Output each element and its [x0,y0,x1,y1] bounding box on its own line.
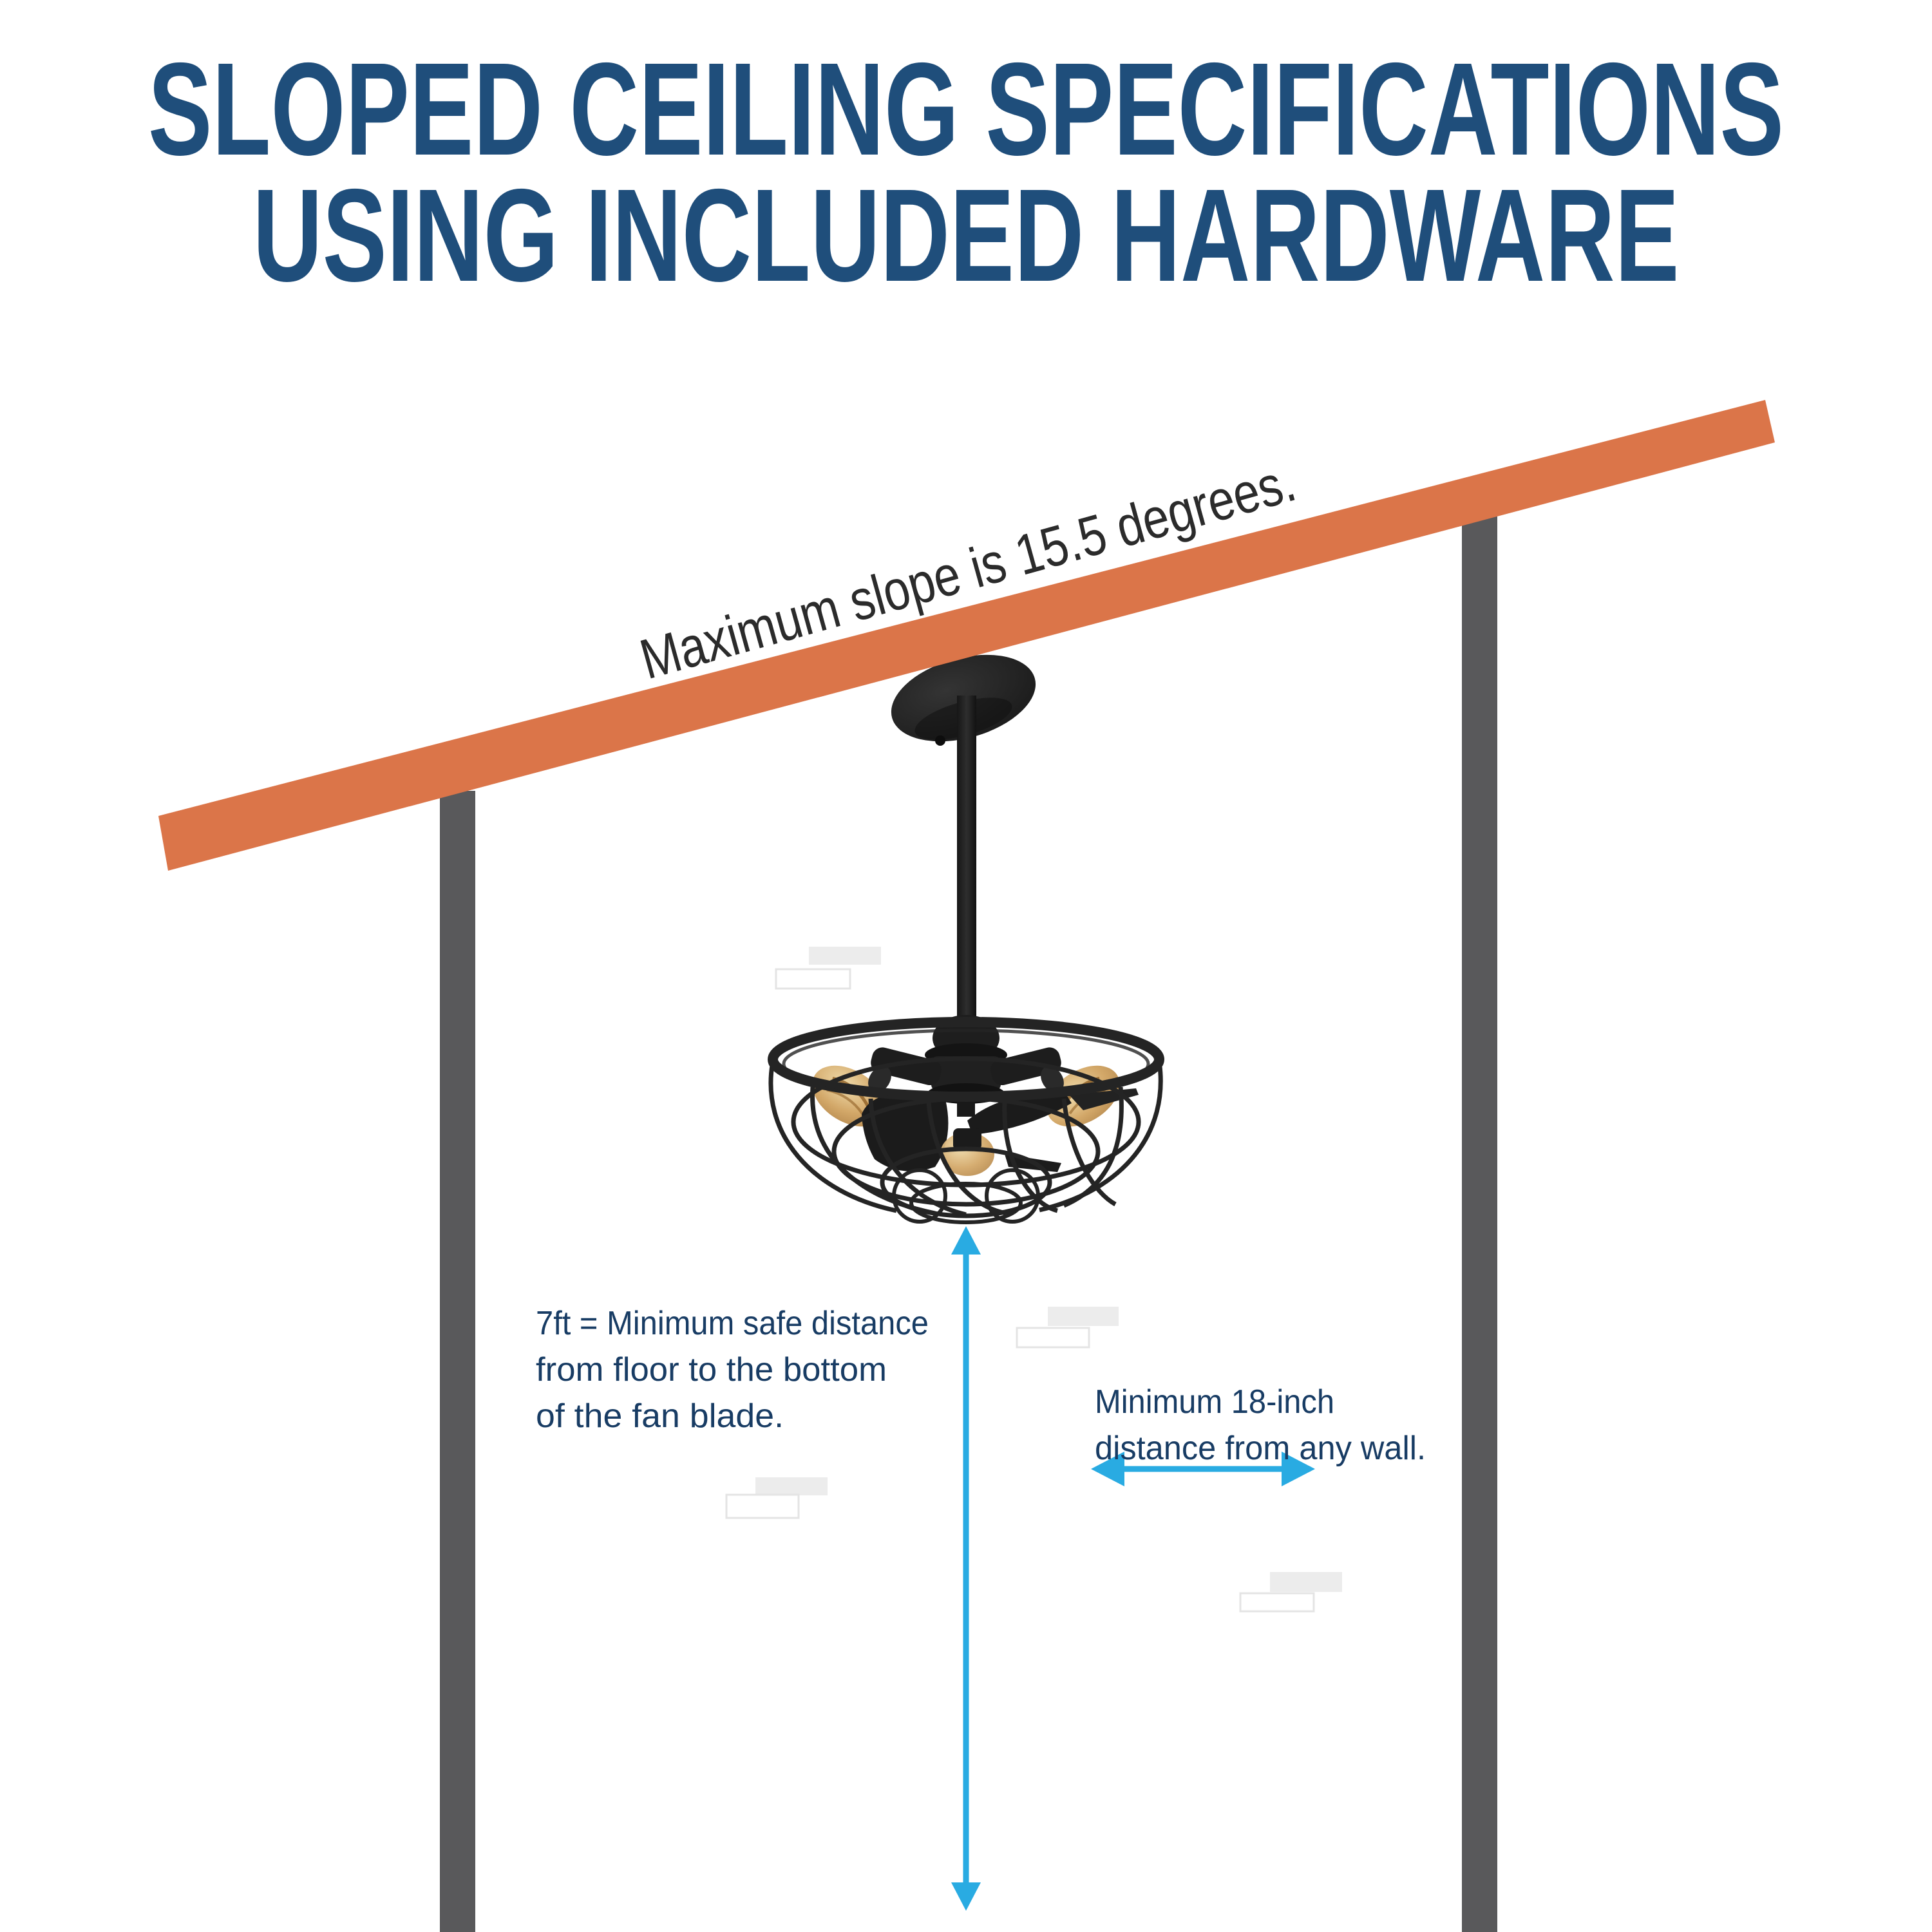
left-wall [440,791,475,1932]
page-title: SLOPED CEILING SPECIFICATIONS USING INCL… [148,35,1784,309]
arrow-head-down-icon [951,1882,981,1911]
watermark-artifact [1016,1307,1119,1349]
page-title-line-1: SLOPED CEILING SPECIFICATIONS [148,35,1784,183]
ceiling-fan [768,696,1164,1224]
right-wall [1462,515,1497,1932]
fan-cage [768,1017,1164,1224]
canopy-screw [935,735,945,746]
watermark-artifact [725,1477,828,1519]
watermark-artifact [1239,1572,1342,1613]
arrow-head-left-icon [1091,1452,1124,1486]
wall-clearance-line-2: distance from any wall. [1095,1430,1426,1467]
floor-clearance-arrow [951,1226,981,1911]
sloped-ceiling-beam [158,400,1775,871]
fan-downrod [957,696,976,1030]
floor-clearance-line-2: from floor to the bottom [536,1351,887,1388]
arrow-head-right-icon [1282,1452,1315,1486]
floor-clearance-line-3: of the fan blade. [536,1397,784,1435]
wall-clearance-line-1: Minimum 18-inch [1095,1383,1334,1421]
wall-clearance-arrow [1091,1452,1315,1486]
watermark-artifact [775,947,881,990]
page-title-line-2: USING INCLUDED HARDWARE [253,162,1680,309]
edison-bulb [940,1128,994,1176]
floor-clearance-line-1: 7ft = Minimum safe distance [536,1305,929,1342]
floor-clearance-note: 7ft = Minimum safe distance from floor t… [536,1305,929,1435]
wall-clearance-note: Minimum 18-inch distance from any wall. [1095,1383,1426,1467]
watermark-artifacts [725,947,1342,1613]
arrow-head-up-icon [951,1226,981,1255]
bulb-socket [871,1047,1061,1086]
